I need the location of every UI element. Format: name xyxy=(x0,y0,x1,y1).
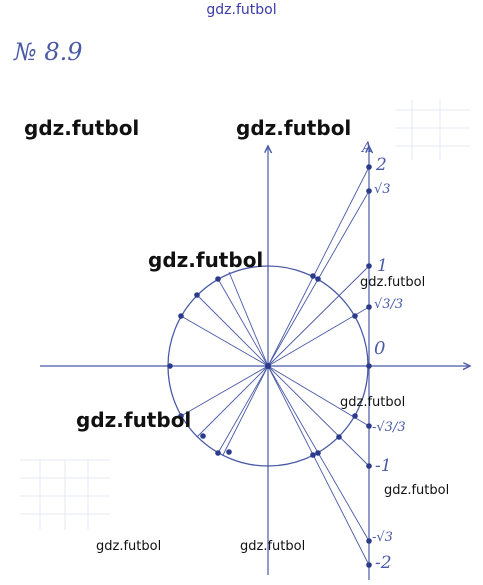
tick-label-1: 1 xyxy=(377,256,388,276)
tick-label-neg-sqrt3-over-3: -√3/3 xyxy=(372,420,406,435)
tick-label-neg-2: -2 xyxy=(375,553,392,573)
watermark: gdz.futbol xyxy=(384,483,450,498)
tick-label-0: 0 xyxy=(374,338,386,359)
tick-label-2: 2 xyxy=(376,155,387,175)
faint-grid xyxy=(20,100,470,530)
watermark: gdz.futbol xyxy=(148,248,264,272)
watermark: gdz.futbol xyxy=(96,539,162,554)
watermark: gdz.futbol xyxy=(240,539,306,554)
watermark: gdz.futbol xyxy=(24,116,140,140)
site-link[interactable]: gdz.futbol xyxy=(206,2,277,18)
rays xyxy=(180,166,370,566)
exercise-number: № 8.9 xyxy=(14,38,83,66)
tick-label-neg-sqrt3: -√3 xyxy=(372,530,393,545)
watermark: gdz.futbol xyxy=(360,275,426,290)
watermark: gdz.futbol xyxy=(236,116,352,140)
tick-label-neg-1: -1 xyxy=(375,456,392,476)
tick-label-sqrt3-over-3: √3/3 xyxy=(374,297,404,312)
tick-label-sqrt3: √3 xyxy=(374,182,391,197)
watermark: gdz.futbol xyxy=(340,395,406,410)
tangent-points xyxy=(366,164,372,568)
watermark: gdz.futbol xyxy=(76,408,192,432)
tangent-axis-label: A xyxy=(362,140,373,156)
circle-points xyxy=(167,273,358,458)
